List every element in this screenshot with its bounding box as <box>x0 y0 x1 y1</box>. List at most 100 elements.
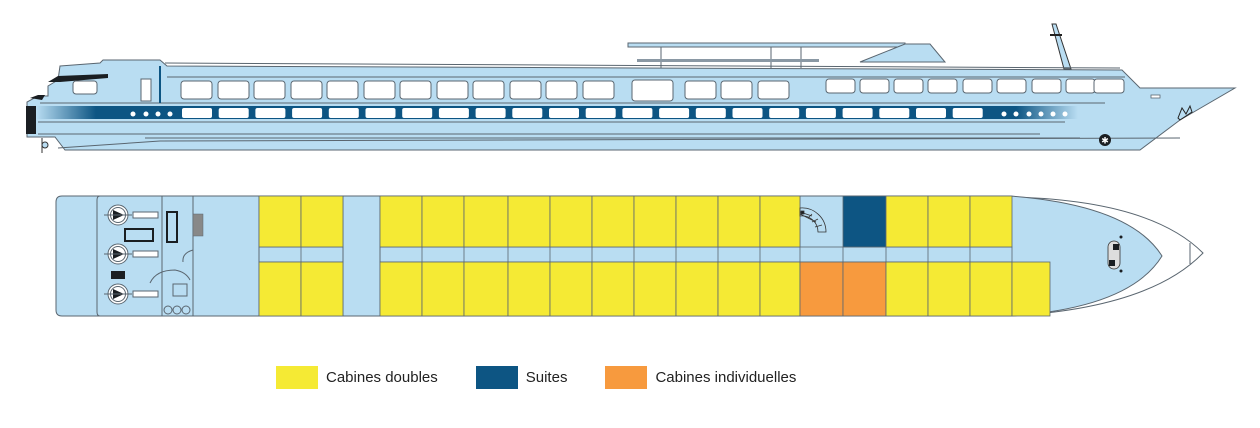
lower-window <box>769 108 800 118</box>
porthole <box>1001 111 1007 117</box>
lower-window <box>475 108 506 118</box>
upper-window <box>927 78 958 94</box>
porthole <box>143 111 149 117</box>
lower-windows <box>182 108 983 118</box>
lower-window <box>805 108 836 118</box>
cabin-double <box>969 261 1013 317</box>
porthole <box>1038 111 1044 117</box>
cabin-double <box>885 195 929 248</box>
cabin-double <box>258 195 302 248</box>
cabin-double <box>675 195 719 248</box>
lower-window <box>695 108 726 118</box>
upper-window <box>290 80 323 100</box>
stern-door <box>140 78 152 102</box>
cabin-double <box>717 195 761 248</box>
legend: Cabines doubles Suites Cabines individue… <box>276 366 834 389</box>
cabin-double <box>633 195 677 248</box>
cabin-double <box>591 195 635 248</box>
cabin-double <box>927 195 971 248</box>
lower-window <box>292 108 323 118</box>
upper-window <box>859 78 890 94</box>
upper-window <box>180 80 213 100</box>
cabin-double <box>759 195 801 248</box>
upper-window <box>545 80 578 100</box>
stern-window <box>72 80 98 95</box>
upper-window <box>684 80 717 100</box>
porthole <box>155 111 161 117</box>
hull-stripe-gradient-fore <box>1016 106 1078 119</box>
cabin-double <box>717 261 761 317</box>
lower-window <box>365 108 396 118</box>
cabin-double <box>379 261 423 317</box>
lower-window <box>255 108 286 118</box>
lower-window <box>916 108 946 118</box>
engine-room <box>104 204 159 305</box>
legend-label-single: Cabines individuelles <box>655 369 797 386</box>
cabin-double <box>549 261 593 317</box>
cabin-double <box>969 195 1013 248</box>
upper-window <box>1093 78 1125 94</box>
cabin-double <box>507 195 551 248</box>
lower-window <box>842 108 873 118</box>
engine-tank <box>166 211 178 243</box>
upper-window <box>436 80 469 100</box>
cabin-double <box>759 261 801 317</box>
upper-window <box>472 80 505 100</box>
propeller-icon <box>41 138 49 153</box>
barrels <box>163 305 191 315</box>
lower-window <box>549 108 579 118</box>
upper-window <box>720 80 753 100</box>
lower-window <box>182 108 212 118</box>
engine-room-block <box>111 271 125 279</box>
cabin-double <box>379 195 423 248</box>
bow-stair-icon <box>1107 235 1123 273</box>
upper-windows <box>180 78 1125 102</box>
upper-window <box>962 78 993 94</box>
lower-window <box>879 108 910 118</box>
legend-item-double: Cabines doubles <box>276 366 438 389</box>
porthole <box>167 111 173 117</box>
cabin-double <box>549 195 593 248</box>
legend-label-suite: Suites <box>525 369 568 386</box>
mast <box>1050 23 1072 70</box>
legend-swatch-single <box>605 366 648 389</box>
upper-window <box>996 78 1027 94</box>
cabin-suite <box>842 195 887 248</box>
spiral-stair-icon <box>799 207 827 233</box>
porthole <box>130 111 136 117</box>
cabin-double <box>258 261 302 317</box>
corridor <box>379 246 1013 263</box>
lower-window <box>218 108 249 118</box>
cabin-double <box>675 261 719 317</box>
engine-icon <box>104 243 159 265</box>
cabin-double <box>591 261 635 317</box>
deck-plan <box>55 195 1204 317</box>
cabins <box>258 195 1051 317</box>
hull-stripe-gradient-aft <box>36 106 96 119</box>
lower-window <box>585 108 616 118</box>
upper-window <box>253 80 286 100</box>
cabin-double <box>463 195 509 248</box>
ship-side-profile: ✱ <box>26 23 1237 153</box>
sun-deck-canopy <box>627 42 947 68</box>
lower-window <box>402 108 433 118</box>
lower-window <box>732 108 763 118</box>
upper-window <box>217 80 250 100</box>
engine-icon <box>104 204 159 226</box>
cabin-single <box>842 261 887 317</box>
lower-window <box>328 108 359 118</box>
porthole <box>1050 111 1056 117</box>
lower-window <box>659 108 690 118</box>
portholes <box>130 111 1068 117</box>
anchor-icon: ✱ <box>1099 134 1111 147</box>
legend-item-suite: Suites <box>475 366 568 389</box>
cabin-double <box>463 261 509 317</box>
lower-window <box>952 108 983 118</box>
porthole <box>1026 111 1032 117</box>
engine-room-panel <box>124 228 154 242</box>
cabin-double <box>885 261 929 317</box>
cabin-double <box>927 261 971 317</box>
svg-text:✱: ✱ <box>1101 137 1109 147</box>
upper-window <box>509 80 542 100</box>
cabin-double <box>507 261 551 317</box>
